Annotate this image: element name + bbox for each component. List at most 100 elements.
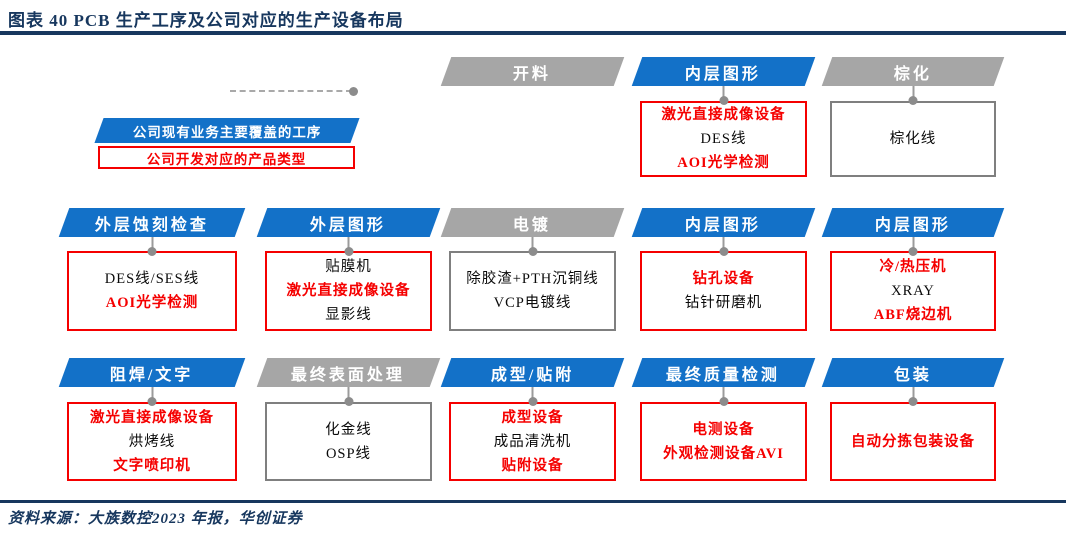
- equipment-box: 除胶渣+PTH沉铜线 VCP电镀线: [449, 251, 616, 331]
- connector-dot-icon: [528, 247, 537, 256]
- equipment-box: 冷/热压机 XRAY ABF烧边机: [830, 251, 996, 331]
- equipment-item: OSP线: [325, 445, 372, 462]
- connector-line: [151, 387, 153, 398]
- connector-line: [531, 237, 534, 248]
- equipment-item: 外观检测设备AVI: [663, 445, 784, 462]
- connector: [147, 387, 157, 406]
- process-cell-packaging: 包装 自动分拣包装设备: [821, 358, 1005, 481]
- stage-label: 棕化: [893, 65, 932, 83]
- equipment-box: 棕化线: [830, 101, 996, 177]
- process-cell-plating: 电镀 除胶渣+PTH沉铜线 VCP电镀线: [440, 208, 625, 331]
- legend-covered-process: 公司现有业务主要覆盖的工序: [94, 118, 360, 143]
- stage-label: 最终质量检测: [666, 366, 781, 384]
- legend-leader-line: [230, 87, 358, 96]
- equipment-item: 电测设备: [692, 421, 755, 438]
- equipment-box: 电测设备 外观检测设备AVI: [640, 402, 807, 481]
- equipment-item: 烘烤线: [128, 433, 176, 450]
- leader-dot-icon: [349, 87, 358, 96]
- connector-line: [912, 86, 914, 97]
- connector-dot-icon: [908, 96, 918, 105]
- legend-covered-process-label: 公司现有业务主要覆盖的工序: [132, 124, 322, 140]
- stage-label: 包装: [893, 366, 932, 384]
- stage-shape: 包装: [821, 358, 1005, 387]
- equipment-item: 激光直接成像设备: [286, 283, 411, 299]
- stage-shape: 阻焊/文字: [58, 358, 246, 387]
- equipment-item: XRAY: [891, 283, 935, 299]
- stage-label: 电镀: [513, 216, 552, 234]
- process-cell-cutting: 开料: [440, 57, 625, 86]
- equipment-item: 钻针研磨机: [684, 295, 763, 311]
- connector-dot-icon: [719, 96, 728, 105]
- stage-shape: 内层图形: [821, 208, 1005, 237]
- connector-line: [912, 237, 914, 248]
- process-cell-outer-layer-imaging: 外层图形 贴膜机 激光直接成像设备 显影线: [256, 208, 441, 331]
- connector-dot-icon: [147, 397, 157, 406]
- stage-shape: 外层蚀刻检查: [58, 208, 246, 237]
- title-rule: [0, 31, 1066, 35]
- connector: [528, 237, 537, 256]
- stage-shape: 开料: [440, 57, 625, 86]
- equipment-item: 成型设备: [501, 409, 564, 426]
- connector: [528, 387, 537, 406]
- stage-label: 外层蚀刻检查: [94, 216, 209, 234]
- connector-line: [722, 387, 725, 398]
- legend-developed-product-label: 公司开发对应的产品类型: [146, 151, 307, 167]
- equipment-item: VCP电镀线: [493, 295, 572, 311]
- equipment-item: DES线: [700, 131, 747, 147]
- equipment-item: 激光直接成像设备: [90, 409, 214, 426]
- equipment-item: 自动分拣包装设备: [851, 433, 975, 450]
- equipment-item: 成品清洗机: [493, 433, 572, 450]
- equipment-item: 显影线: [325, 307, 372, 323]
- equipment-box: 激光直接成像设备 DES线 AOI光学检测: [640, 101, 807, 177]
- connector: [908, 237, 918, 256]
- connector-dot-icon: [528, 397, 537, 406]
- equipment-item: 激光直接成像设备: [661, 107, 786, 123]
- stage-label: 最终表面处理: [291, 366, 406, 384]
- connector-dot-icon: [908, 397, 918, 406]
- stage-shape: 最终表面处理: [256, 358, 441, 387]
- equipment-item: 贴附设备: [501, 457, 564, 474]
- equipment-item: 化金线: [325, 421, 372, 438]
- equipment-box: 钻孔设备 钻针研磨机: [640, 251, 807, 331]
- connector: [719, 387, 728, 406]
- equipment-item: AOI光学检测: [105, 295, 199, 311]
- connector: [344, 387, 353, 406]
- equipment-item: 冷/热压机: [879, 259, 947, 275]
- figure-title: 图表 40 PCB 生产工序及公司对应的生产设备布局: [8, 11, 404, 30]
- equipment-item: ABF烧边机: [873, 307, 953, 323]
- stage-label: 阻焊/文字: [110, 366, 194, 384]
- equipment-item: 文字喷印机: [113, 457, 191, 474]
- stage-shape: 内层图形: [631, 208, 816, 237]
- equipment-box: 成型设备 成品清洗机 贴附设备: [449, 402, 616, 481]
- stage-label: 内层图形: [685, 216, 762, 234]
- stage-shape: 内层图形: [631, 57, 816, 86]
- connector: [719, 237, 728, 256]
- process-cell-soldermask-legend: 阻焊/文字 激光直接成像设备 烘烤线 文字喷印机: [58, 358, 246, 481]
- stage-shape: 最终质量检测: [631, 358, 816, 387]
- connector-line: [347, 237, 350, 248]
- equipment-item: 棕化线: [889, 131, 937, 147]
- stage-label: 内层图形: [685, 65, 762, 83]
- process-cell-forming-attachment: 成型/贴附 成型设备 成品清洗机 贴附设备: [440, 358, 625, 481]
- connector: [719, 86, 728, 105]
- connector-line: [722, 86, 725, 97]
- equipment-box: 自动分拣包装设备: [830, 402, 996, 481]
- equipment-item: AOI光学检测: [677, 155, 770, 171]
- connector-dot-icon: [344, 247, 353, 256]
- process-cell-final-quality-inspection: 最终质量检测 电测设备 外观检测设备AVI: [631, 358, 816, 481]
- equipment-box: DES线/SES线 AOI光学检测: [67, 251, 237, 331]
- connector-dot-icon: [344, 397, 353, 406]
- stage-shape: 电镀: [440, 208, 625, 237]
- stage-label: 成型/贴附: [490, 366, 575, 384]
- connector-dot-icon: [719, 247, 728, 256]
- connector-line: [722, 237, 725, 248]
- stage-label: 内层图形: [874, 216, 951, 234]
- stage-label: 外层图形: [310, 216, 387, 234]
- source-note: 资料来源：大族数控2023 年报，华创证券: [8, 511, 303, 527]
- stage-shape: 成型/贴附: [440, 358, 625, 387]
- equipment-item: 除胶渣+PTH沉铜线: [466, 271, 599, 287]
- connector: [908, 387, 918, 406]
- legend-developed-product: 公司开发对应的产品类型: [98, 146, 355, 169]
- equipment-item: 贴膜机: [325, 259, 372, 275]
